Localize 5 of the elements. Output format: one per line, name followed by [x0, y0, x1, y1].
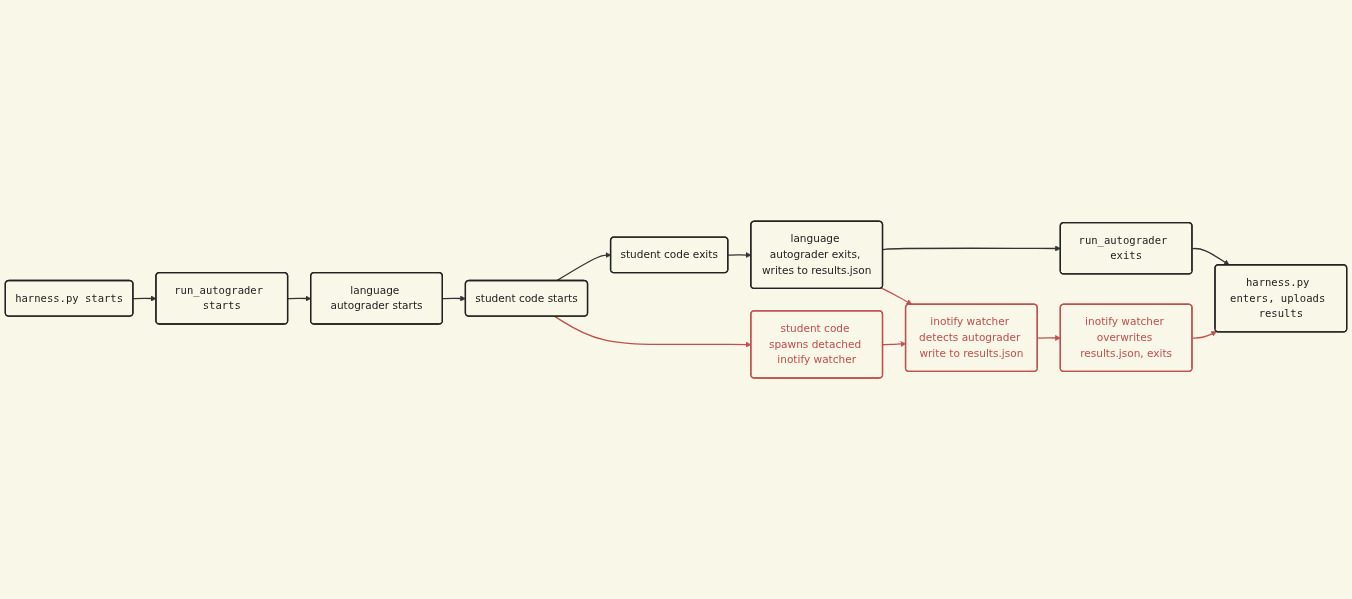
- arrow: [882, 245, 1061, 252]
- arrow: [880, 287, 913, 305]
- arrow: [1191, 331, 1217, 339]
- arrow: [442, 295, 466, 302]
- arrow: [1191, 247, 1230, 266]
